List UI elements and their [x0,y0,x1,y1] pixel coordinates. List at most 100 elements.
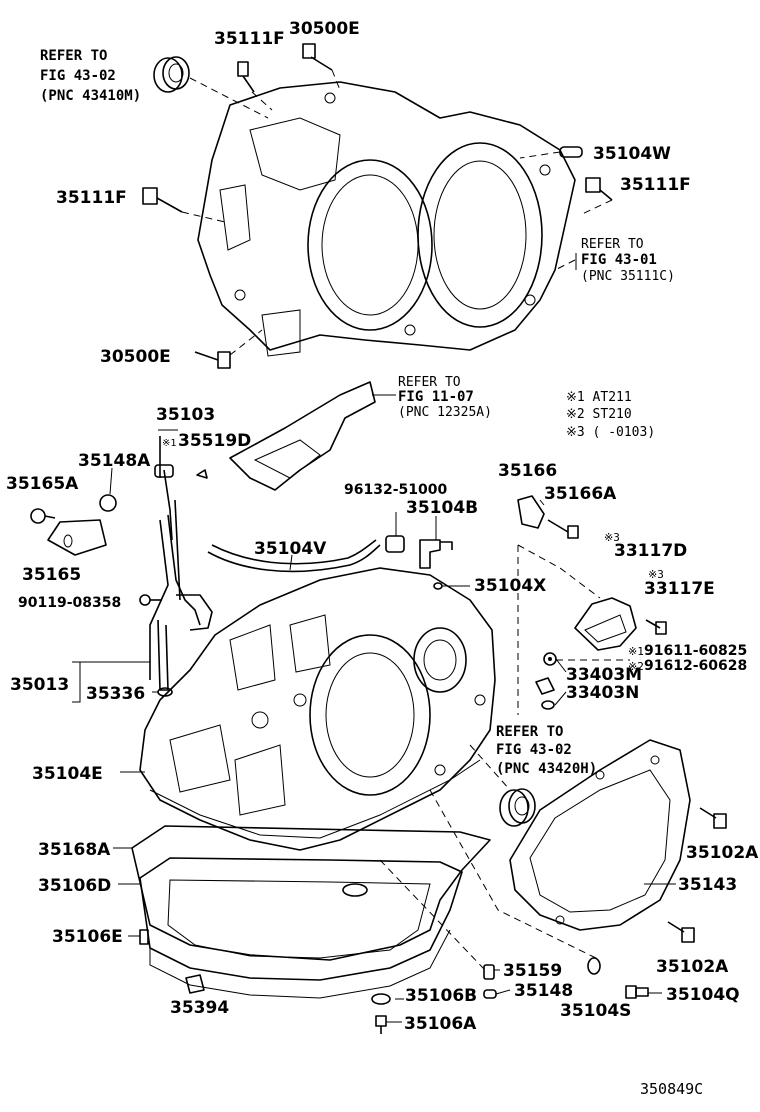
label-35159: 35159 [503,961,562,981]
label-35104X: 35104X [474,576,546,596]
ref2-line1: REFER TO [581,237,644,252]
label-35168A: 35168A [38,840,111,860]
union-35104B [419,539,453,569]
label-35106E: 35106E [52,927,123,947]
bolt-35166A [547,519,579,539]
gasket-35106B [371,993,391,1005]
note-mark-3a: ※3 [604,531,620,544]
bolt-33117E [645,619,667,635]
label-35103: 35103 [156,405,215,425]
ref4-line2: FIG 43-02 [496,742,572,758]
bolt-30500E-top [302,43,333,71]
label-35106B: 35106B [405,986,477,1006]
bracket-12325A [229,381,376,491]
washer-33403M [543,652,557,666]
label-35104V: 35104V [254,539,327,559]
ref3-line1: REFER TO [398,375,461,390]
note-mark-1b: ※1 [628,645,644,658]
clip-35519D [196,469,208,479]
gasket-35104S [587,957,601,975]
label-35104Q: 35104Q [666,985,740,1005]
diagram-code: 350849C [640,1080,703,1098]
plate-35165 [47,519,107,556]
label-35166: 35166 [498,461,557,481]
transaxle-housing [197,81,576,357]
note-3: ※3 ( -0103) [566,425,655,440]
note-mark-2b: ※2 [628,660,644,673]
ref3-line3: (PNC 12325A) [398,405,492,420]
label-35336: 35336 [86,684,145,704]
label-35111F-left: 35111F [56,188,127,208]
label-91612: 91612-60628 [644,658,747,674]
ref2-line2: FIG 43-01 [581,252,657,268]
label-35165A: 35165A [6,474,79,494]
label-91611: 91611-60825 [644,643,747,659]
label-35148A: 35148A [78,451,151,471]
label-35104E: 35104E [32,764,103,784]
tube-35159 [483,964,495,980]
label-35166A: 35166A [544,484,617,504]
label-33403N: 33403N [566,683,639,703]
hose-35104X [433,582,443,590]
oil-pan-gasket-35168A [131,825,491,961]
oil-seal-upper [153,56,190,93]
label-35111F-right: 35111F [620,175,691,195]
applicability-notes: ※1 AT211 ※2 ST210 ※3 ( -0103) ※1 ※3 ※3 ※… [162,390,664,673]
reference-notes: REFER TO FIG 43-02 (PNC 43410M) REFER TO… [40,48,675,777]
label-35143: 35143 [678,875,737,895]
bolt-35102A-upper [699,807,727,829]
label-35148: 35148 [514,981,573,1001]
bolt-35111F-left [142,187,183,213]
magnet-35394 [185,974,205,994]
grommet-35148A [99,494,117,512]
hose-35104V [207,539,381,573]
leader-lines [72,253,676,1023]
note-2: ※2 ST210 [566,407,632,422]
label-90119: 90119-08358 [18,595,121,611]
ref3-line2: FIG 11-07 [398,389,474,405]
label-33117E: 33117E [644,579,715,599]
note-mark-1: ※1 [162,438,176,449]
bolt-35165A [30,508,56,524]
bolt-35111F-right [585,177,613,201]
bolt-30500E-bottom [194,351,231,369]
label-96132: 96132-51000 [344,482,447,498]
plug-33403N [535,677,555,710]
label-35111F-top: 35111F [214,29,285,49]
label-35104W: 35104W [593,144,671,164]
note-1: ※1 AT211 [566,390,632,405]
label-35102A-lower: 35102A [656,957,729,977]
label-35519D: 35519D [178,431,251,451]
label-35106D: 35106D [38,876,111,896]
ref1-line3: (PNC 43410M) [40,88,141,104]
ref1-line2: FIG 43-02 [40,68,116,84]
bolt-35102A-lower [667,921,695,943]
oil-seal-lower [499,788,536,827]
part-labels: 35111F 30500E 35104W 35111F 35111F 30500… [6,19,759,1034]
plug-96132 [385,535,405,553]
bolt-35111F-top [237,61,255,93]
label-33403M: 33403M [566,665,642,685]
bolt-90119 [139,594,162,606]
transmission-case [139,567,496,851]
plug-35106A [375,1015,387,1034]
label-30500E-top: 30500E [289,19,360,39]
label-35106A: 35106A [404,1014,477,1034]
plug-35104Q [625,985,649,999]
drain-plug-35106E [139,929,149,945]
oil-pan-35106D [139,857,463,999]
note-mark-3b: ※3 [648,568,664,581]
label-35013: 35013 [10,675,69,695]
ref4-line1: REFER TO [496,724,563,740]
label-30500E-bottom: 30500E [100,347,171,367]
ref2-line3: (PNC 35111C) [581,269,675,284]
ref4-line3: (PNC 43420H) [496,761,597,777]
label-35104B: 35104B [406,498,478,518]
sensor-33117D [574,597,637,651]
label-35165: 35165 [22,565,81,585]
label-33117D: 33117D [614,541,687,561]
dipstick-35103 [154,436,181,601]
label-35102A-upper: 35102A [686,843,759,863]
label-35394: 35394 [170,998,229,1018]
